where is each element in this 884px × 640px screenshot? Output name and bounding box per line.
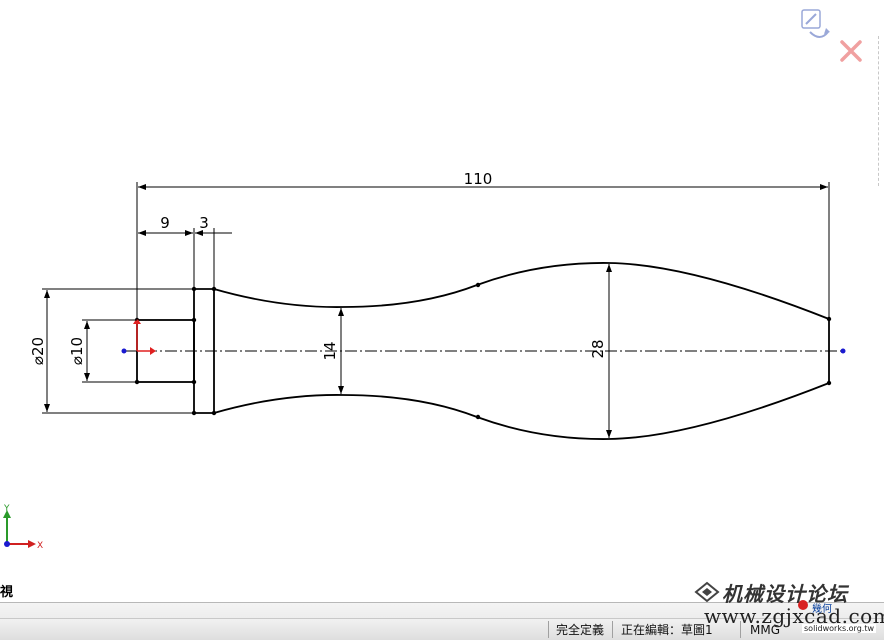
dimension-neck-height[interactable]: 14 [321,308,344,394]
status-separator [612,621,613,638]
status-definition: 完全定義 [556,623,605,637]
centerline-endpoint-right[interactable] [840,348,846,354]
scrollbar-track[interactable] [878,36,884,186]
triad-x-label: X [37,541,43,551]
svg-text:28: 28 [589,339,607,358]
svg-text:3: 3 [199,214,209,232]
svg-text:110: 110 [464,170,493,188]
status-separator [740,621,741,638]
geo-badge-icon [798,600,808,610]
watermark-geo: 幾何 [812,604,832,615]
confirmation-corner[interactable] [796,4,868,64]
dimension-collar-length[interactable]: 3 [195,214,232,289]
svg-text:⌀20: ⌀20 [29,337,47,365]
close-icon[interactable] [840,40,862,62]
view-label: 視 [0,585,14,600]
dimension-bore-diameter[interactable]: ⌀10 [68,319,137,383]
dimension-outer-diameter[interactable]: ⌀20 [29,288,194,414]
status-units[interactable]: MMG [750,623,781,637]
forum-logo-icon [694,581,720,603]
sketch-origin [133,318,156,355]
triad-y-label: Y [3,504,10,514]
sketch-canvas[interactable]: 110 9 3 ⌀20 ⌀10 14 28 [0,0,884,600]
dimension-shoulder-length[interactable]: 9 [138,214,195,289]
dimension-bulb-height[interactable]: 28 [589,264,612,438]
profile-outline[interactable] [136,262,830,440]
svg-text:⌀10: ⌀10 [68,337,86,365]
centerline-endpoint-left[interactable] [121,348,127,354]
watermark: 机械设计论坛 www.zgjxcad.com 幾何 solidworks.org… [694,578,884,636]
watermark-sub: solidworks.org.tw [802,624,876,633]
svg-text:9: 9 [160,214,170,232]
dimension-overall-length[interactable]: 110 [136,170,830,320]
status-separator [548,621,549,638]
watermark-title: 机械设计论坛 [722,582,848,606]
exit-sketch-icon[interactable] [801,9,830,38]
svg-text:14: 14 [321,341,339,360]
status-bar: 完全定義 正在編輯：草圖1 MMG [0,602,884,640]
reference-triad: Y X [3,504,43,551]
status-editing: 正在編輯：草圖1 [621,623,713,637]
